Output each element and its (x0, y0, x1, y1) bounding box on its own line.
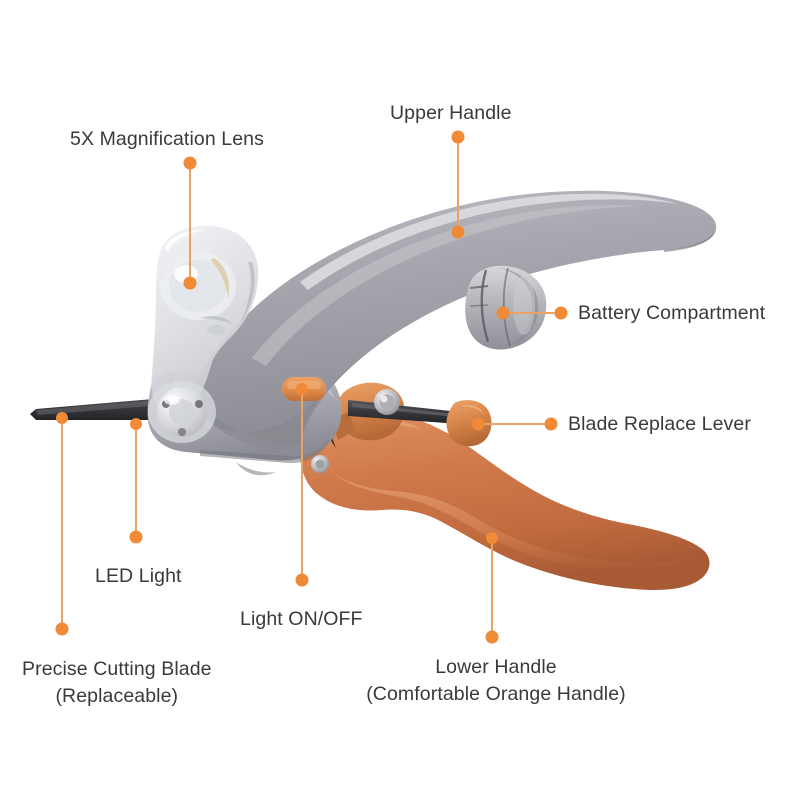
callout-label-battery-compartment: Battery Compartment (578, 302, 766, 324)
blade-replace-lever-shape (446, 400, 492, 447)
callout-dot-battery-compartment-end (554, 306, 568, 320)
callout-dot-upper-handle-top (451, 130, 465, 144)
callout-label-precise-cutting-blade-line1: Precise Cutting Blade (22, 658, 212, 680)
leader-line-lower-handle (491, 538, 493, 637)
leader-line-magnification-lens (189, 163, 191, 283)
callout-label-precise-cutting-blade: Precise Cutting Blade (Replaceable) (22, 656, 212, 710)
callout-dot-blade-replace-lever-end (544, 417, 558, 431)
callout-dot-lower-handle-bottom (485, 630, 499, 644)
pivot-screw-shapes (311, 389, 400, 473)
leader-line-battery-compartment (503, 312, 561, 314)
callout-dot-lower-handle-target (486, 532, 498, 544)
leader-line-upper-handle (457, 137, 459, 232)
magnifier-lens-shape (151, 225, 259, 413)
leader-line-blade-replace-lever (478, 423, 551, 425)
callout-dot-led-light-target (130, 418, 142, 430)
callout-label-led-light: LED Light (95, 565, 182, 587)
callout-label-blade-replace-lever: Blade Replace Lever (568, 413, 751, 435)
leader-line-precise-cutting-blade (61, 418, 63, 629)
leader-line-light-on-off (301, 389, 303, 580)
callout-dot-upper-handle-target (451, 225, 465, 239)
callout-dot-precise-cutting-blade-target (56, 412, 68, 424)
callout-dot-light-on-off-target (296, 383, 308, 395)
callout-label-lower-handle-line1: Lower Handle (435, 656, 557, 678)
leader-line-led-light (135, 424, 137, 537)
callout-dot-magnification-lens-target (183, 276, 197, 290)
led-light-shape (148, 381, 216, 443)
callout-label-upper-handle: Upper Handle (390, 102, 512, 124)
callout-label-lower-handle-line2: (Comfortable Orange Handle) (366, 683, 626, 705)
callout-dot-led-light-bottom (129, 530, 143, 544)
callout-label-magnification-lens: 5X Magnification Lens (70, 128, 264, 150)
callout-dot-magnification-lens-top (183, 156, 197, 170)
callout-dot-precise-cutting-blade-bottom (55, 622, 69, 636)
callout-dot-blade-replace-lever-target (471, 417, 485, 431)
callout-dot-battery-compartment-target (496, 306, 510, 320)
callout-label-light-on-off: Light ON/OFF (240, 608, 363, 630)
callout-dot-light-on-off-bottom (295, 573, 309, 587)
callout-label-lower-handle: Lower Handle (Comfortable Orange Handle) (352, 654, 640, 708)
callout-label-precise-cutting-blade-line2: (Replaceable) (55, 685, 179, 707)
